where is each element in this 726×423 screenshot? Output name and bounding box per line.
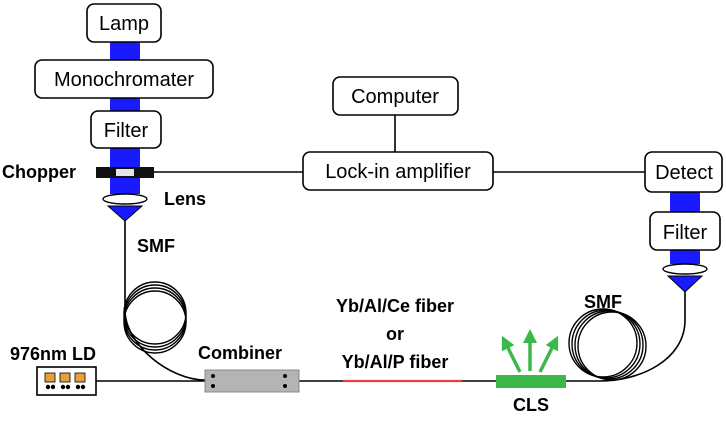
- computer-box: Computer: [332, 76, 459, 116]
- beam-segment: [110, 98, 140, 111]
- filter-box-top: Filter: [90, 110, 162, 149]
- beam-cone-icon: [106, 205, 144, 222]
- detect-box: Detect: [644, 151, 723, 193]
- lens-icon: [662, 263, 708, 275]
- filter-top-label: Filter: [104, 120, 149, 142]
- beam-cone-icon: [666, 275, 704, 293]
- lockin-label: Lock-in amplifier: [325, 161, 471, 183]
- beam-segment: [670, 192, 700, 212]
- cls: CLS: [496, 329, 566, 415]
- beam-segment: [670, 250, 700, 264]
- combiner-label: Combiner: [198, 343, 282, 363]
- smf-coil-left: SMF: [123, 236, 187, 354]
- signal-wires: [154, 115, 645, 173]
- lamp-box: Lamp: [86, 3, 162, 43]
- arrow-icon: [538, 335, 559, 373]
- test-fiber: Yb/Al/Ce fiber or Yb/Al/P fiber: [336, 296, 462, 383]
- chopper-label: Chopper: [2, 162, 76, 182]
- fiber-label-or: or: [386, 324, 404, 344]
- computer-label: Computer: [351, 86, 439, 108]
- chopper: Chopper: [2, 162, 154, 182]
- fiber-label-line2: Yb/Al/P fiber: [342, 352, 449, 372]
- arrow-icon: [501, 335, 522, 373]
- cls-label: CLS: [513, 395, 549, 415]
- fiber-label-line1: Yb/Al/Ce fiber: [336, 296, 454, 316]
- detect-label: Detect: [655, 162, 713, 184]
- lens-icon: [102, 193, 148, 205]
- beam-segment: [110, 148, 140, 168]
- lockin-box: Lock-in amplifier: [302, 151, 494, 191]
- ld-label: 976nm LD: [10, 344, 96, 364]
- lens-right: [662, 263, 708, 293]
- filter-right-label: Filter: [663, 222, 708, 244]
- left-beam: [110, 42, 140, 194]
- smf-right-label: SMF: [584, 292, 622, 312]
- lamp-label: Lamp: [99, 13, 149, 35]
- laser-diode: 976nm LD: [10, 344, 97, 396]
- right-beam: [670, 192, 700, 264]
- smf-coil-right: SMF: [568, 292, 647, 381]
- lens-top: Lens: [102, 189, 206, 222]
- combiner: Combiner: [198, 343, 300, 393]
- lens-label: Lens: [164, 189, 206, 209]
- monochromater-box: Monochromater: [34, 59, 214, 99]
- beam-segment: [110, 178, 140, 194]
- monochromater-label: Monochromater: [54, 69, 194, 91]
- filter-box-right: Filter: [649, 211, 721, 251]
- beam-segment: [110, 42, 140, 60]
- smf-left-label: SMF: [137, 236, 175, 256]
